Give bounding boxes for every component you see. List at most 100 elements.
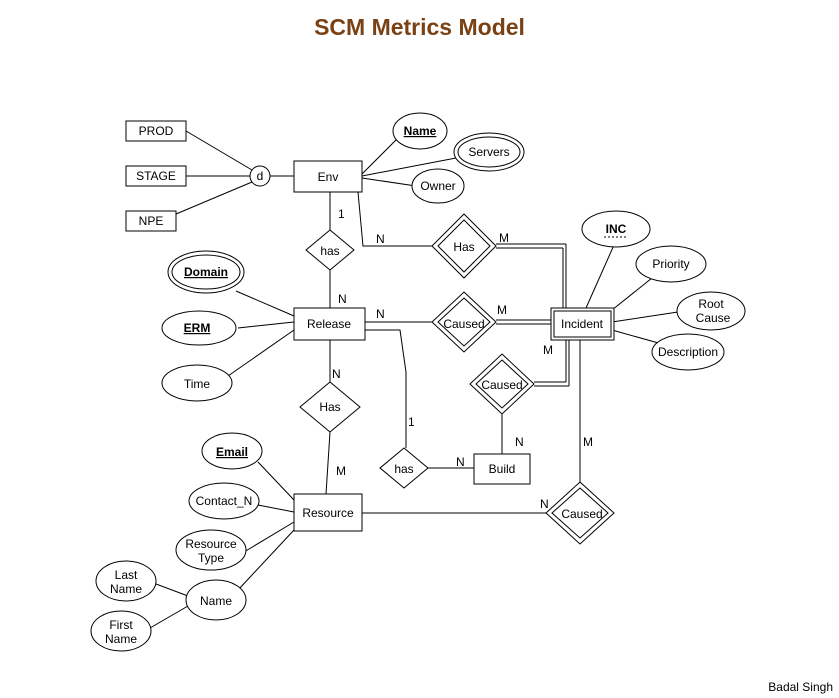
entity-build-label: Build — [489, 462, 516, 476]
line-incident-description — [611, 329, 663, 345]
disjoint-circle: d — [249, 165, 271, 187]
line-release-erm — [237, 321, 295, 329]
card-release-caused-m: M — [497, 303, 507, 317]
rel-resource-caused-incident-label: Caused — [561, 507, 602, 521]
line-incident-inc — [585, 244, 615, 309]
rel-build-caused-incident-label: Caused — [481, 378, 522, 392]
attr-last-name-line2: Name — [110, 582, 142, 596]
attr-email-label: Email — [216, 445, 248, 459]
diagram-title: SCM Metrics Model — [314, 14, 525, 40]
line-prod-d — [185, 130, 253, 171]
attr-servers-label: Servers — [468, 145, 509, 159]
entity-stage-label: STAGE — [136, 169, 176, 183]
attr-contact-label: Contact_N — [196, 494, 253, 508]
attr-resource-type-line1: Resource — [185, 537, 237, 551]
attr-email: Email — [201, 432, 263, 470]
entity-stage: STAGE — [125, 165, 187, 187]
rel-env-has-release: has — [305, 229, 355, 271]
rel-env-has-incident: Has — [431, 213, 497, 279]
entity-resource-label: Resource — [302, 506, 354, 520]
entity-release-label: Release — [307, 317, 351, 331]
attr-owner: Owner — [411, 168, 465, 204]
attr-erm: ERM — [161, 310, 237, 346]
attr-last-name: Last Name — [95, 560, 157, 602]
card-build-caused-n: N — [515, 435, 524, 449]
entity-env: Env — [293, 160, 363, 193]
line-env-servers — [361, 157, 457, 177]
attr-inc: INC — [581, 210, 651, 248]
attr-root-cause-line1: Root — [698, 297, 724, 311]
entity-build: Build — [473, 453, 531, 485]
attr-first-name: First Name — [90, 610, 152, 652]
line-release-time — [227, 329, 295, 377]
rel-release-caused-incident-label: Caused — [443, 317, 484, 331]
connector-lines — [149, 130, 679, 629]
attr-env-name-label: Name — [404, 124, 437, 138]
attr-root-cause: Root Cause — [676, 291, 746, 331]
card-resource-caused-n: N — [540, 497, 549, 511]
rel-release-has-resource: Has — [299, 381, 361, 433]
attr-description-label: Description — [658, 345, 718, 359]
entity-incident-label: Incident — [561, 317, 604, 331]
attr-domain-label: Domain — [184, 265, 228, 279]
rel-release-caused-incident: Caused — [431, 291, 497, 353]
line-env-name — [361, 137, 399, 175]
card-build-caused-m: M — [543, 343, 553, 357]
card-env-has-release-n: N — [338, 292, 347, 306]
rel-build-caused-incident: Caused — [469, 353, 535, 415]
rel-env-has-release-label: has — [320, 244, 339, 258]
cardinality-labels: 1 N N M N M M N N M 1 N M N — [332, 207, 593, 511]
author-credit: Badal Singh — [768, 680, 833, 694]
line-name-first — [149, 605, 189, 629]
attr-time-label: Time — [184, 377, 211, 391]
rel-resource-caused-incident: Caused — [545, 481, 615, 545]
line-incident-rootcause — [611, 311, 679, 323]
card-env-has-incident-m: M — [499, 231, 509, 245]
attr-domain: Domain — [167, 250, 245, 294]
rel-env-has-incident-label: Has — [453, 240, 474, 254]
line-release-domain — [235, 290, 295, 317]
entity-env-label: Env — [318, 170, 339, 184]
entity-prod: PROD — [125, 120, 187, 142]
line-resource-contact — [257, 504, 295, 513]
attr-contact: Contact_N — [188, 482, 260, 520]
card-resource-caused-m: M — [583, 435, 593, 449]
attr-erm-label: ERM — [184, 321, 211, 335]
entity-incident: Incident — [550, 307, 615, 341]
attr-description: Description — [651, 333, 725, 371]
line-resource-email — [257, 461, 295, 501]
card-env-has-incident-n: N — [376, 232, 385, 246]
line-env-owner — [361, 177, 417, 187]
card-release-caused-n: N — [376, 307, 385, 321]
entity-npe: NPE — [125, 210, 177, 232]
line-name-last — [155, 583, 189, 597]
card-env-has-release-1: 1 — [338, 207, 345, 221]
line-has-resource — [325, 431, 331, 495]
attr-servers: Servers — [453, 132, 525, 172]
attr-env-name: Name — [392, 112, 448, 150]
attr-last-name-line1: Last — [115, 568, 138, 582]
entity-release: Release — [293, 307, 366, 341]
attr-name-label: Name — [200, 594, 232, 608]
line-incident-priority — [611, 277, 653, 311]
attr-inc-label: INC — [606, 222, 627, 236]
line-resource-type — [243, 521, 295, 553]
card-release-has-resource-n: N — [332, 367, 341, 381]
attr-time: Time — [161, 364, 233, 402]
rel-release-has-resource-label: Has — [319, 400, 340, 414]
card-release-has-resource-m: M — [336, 464, 346, 478]
attr-priority: Priority — [635, 245, 707, 283]
line-env-has-incident — [357, 191, 432, 247]
line-resource-name — [237, 529, 295, 591]
attr-name: Name — [185, 579, 247, 621]
card-release-has-build-1: 1 — [408, 415, 415, 429]
entity-prod-label: PROD — [139, 124, 174, 138]
entity-resource: Resource — [293, 493, 363, 532]
attr-first-name-line1: First — [109, 618, 133, 632]
rel-release-has-build-label: has — [394, 462, 413, 476]
line-npe-d — [175, 181, 253, 215]
rel-release-has-build: has — [379, 447, 429, 489]
attr-root-cause-line2: Cause — [696, 311, 731, 325]
attr-owner-label: Owner — [420, 179, 455, 193]
